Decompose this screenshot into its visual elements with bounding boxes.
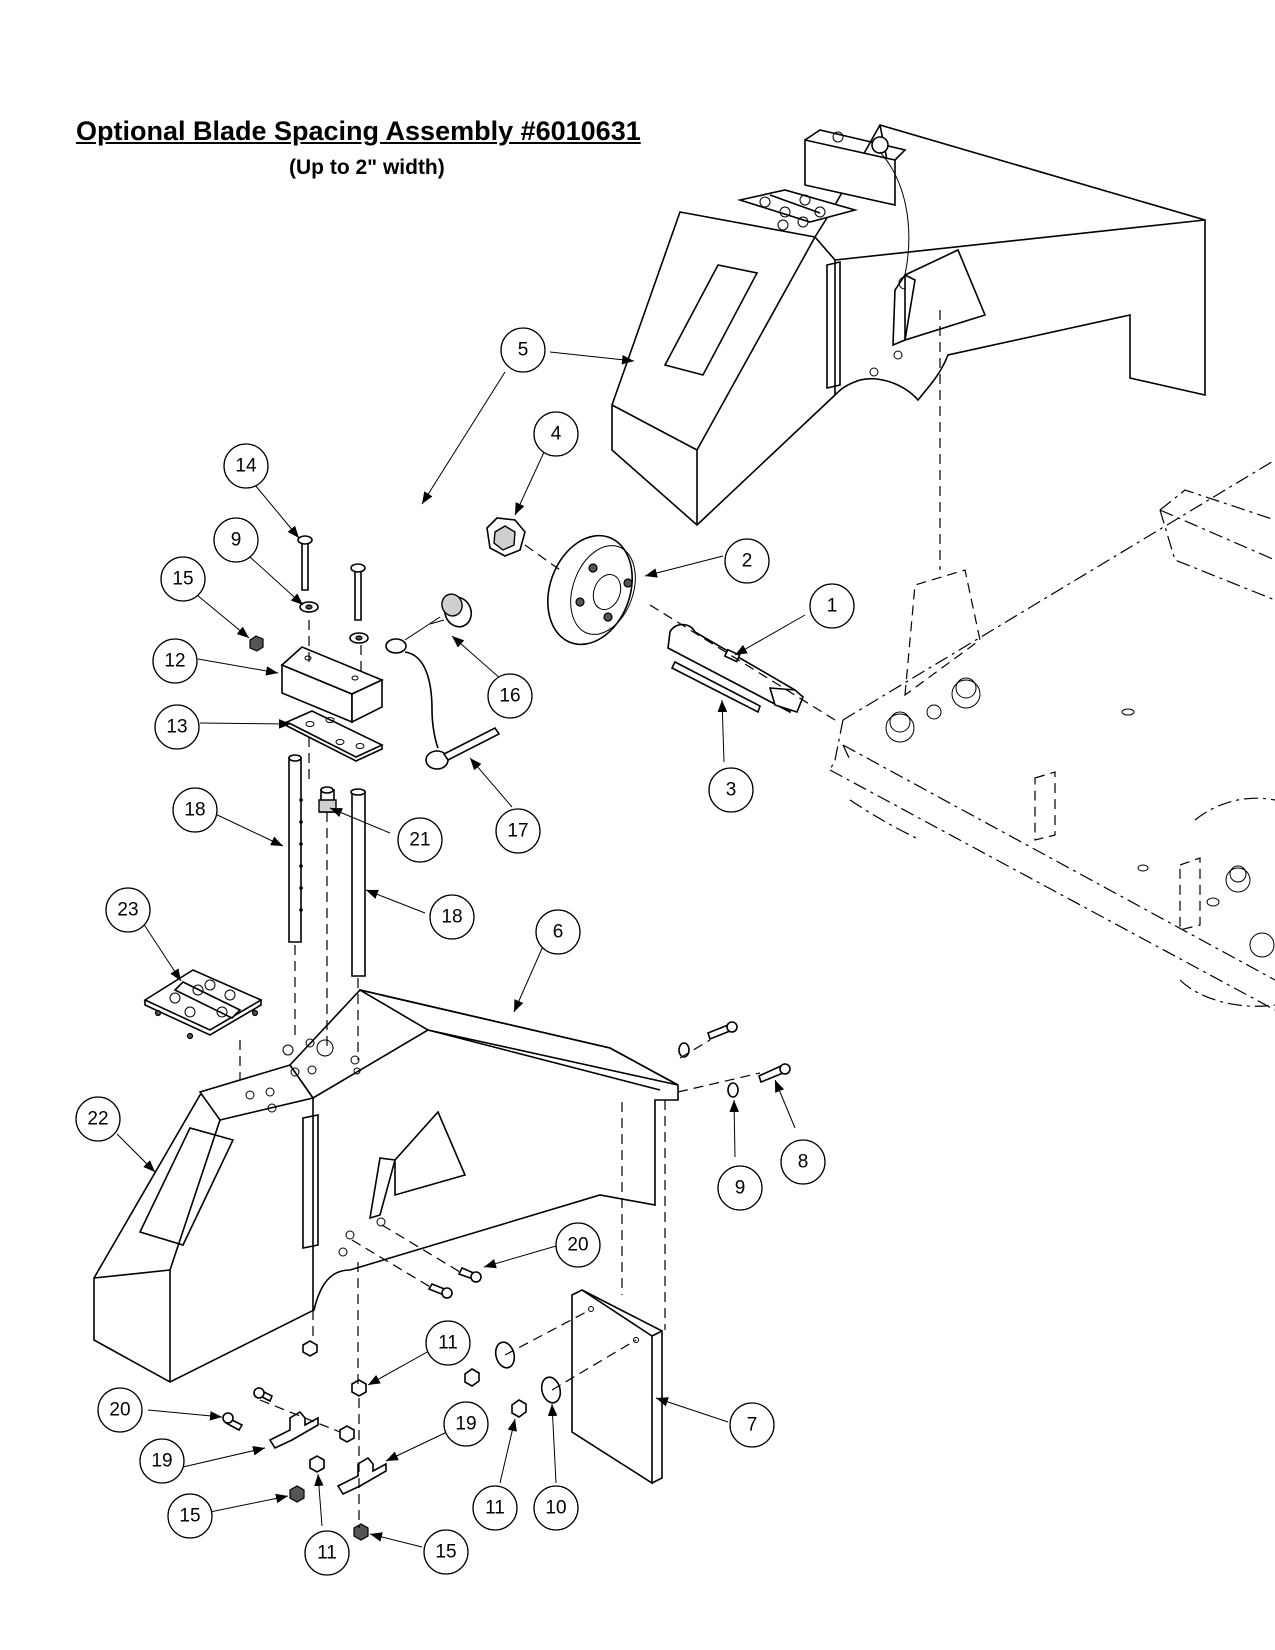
clamps-part-19 [268, 1410, 387, 1496]
blade-flange-part-2 [547, 534, 636, 646]
svg-text:18: 18 [184, 800, 205, 821]
bolts-part-14 [297, 535, 366, 621]
callout-3: 3 [708, 767, 754, 813]
svg-text:10: 10 [545, 1498, 566, 1519]
svg-text:9: 9 [735, 1178, 746, 1199]
svg-text:3: 3 [726, 780, 737, 801]
callout-13: 13 [154, 704, 200, 750]
washers-part-10 [494, 1341, 562, 1404]
rod-part-18-left [288, 754, 303, 943]
blade-guard-part-5 [611, 124, 1206, 527]
callout-20-left: 20 [97, 1387, 143, 1433]
svg-text:20: 20 [567, 1235, 588, 1256]
lower-guard-part-6 [93, 988, 679, 1383]
svg-text:11: 11 [438, 1333, 458, 1354]
svg-text:18: 18 [441, 907, 462, 928]
callout-22: 22 [75, 1096, 121, 1142]
svg-text:2: 2 [742, 551, 753, 572]
callout-20-right: 20 [555, 1222, 601, 1268]
svg-text:19: 19 [455, 1414, 476, 1435]
nuts-part-15 [289, 1485, 369, 1541]
callout-17: 17 [495, 808, 541, 854]
shaft-key-part-3 [670, 660, 761, 714]
callout-8: 8 [780, 1139, 826, 1185]
callout-9-top: 9 [213, 517, 259, 563]
callout-11-a: 11 [425, 1320, 471, 1366]
svg-text:6: 6 [553, 922, 564, 943]
callout-14: 14 [223, 443, 269, 489]
spacer-block-part-12 [280, 646, 384, 724]
leader-lines [116, 351, 806, 1548]
callout-4: 4 [533, 411, 579, 457]
svg-text:15: 15 [172, 569, 193, 590]
callout-12: 12 [152, 638, 198, 684]
hinge-part-23 [143, 969, 263, 1040]
svg-text:11: 11 [317, 1543, 337, 1564]
rod-part-18-right [350, 788, 366, 977]
callout-2: 2 [724, 538, 770, 584]
saw-frame [829, 459, 1275, 1011]
svg-text:23: 23 [117, 900, 138, 921]
diagram-subtitle: (Up to 2" width) [289, 156, 445, 179]
callout-9-right: 9 [717, 1165, 763, 1211]
callout-23: 23 [105, 887, 151, 933]
washers-part-9-right [678, 1042, 739, 1098]
svg-text:16: 16 [499, 686, 520, 707]
svg-text:11: 11 [485, 1498, 505, 1519]
callout-15-left: 15 [167, 1493, 213, 1539]
callout-19-left: 19 [139, 1438, 185, 1484]
callout-16: 16 [487, 673, 533, 719]
mounting-plate-part-13 [285, 710, 384, 762]
svg-text:1: 1 [827, 596, 838, 617]
svg-text:19: 19 [151, 1451, 172, 1472]
washers-part-9 [299, 601, 369, 644]
callout-15-bottom: 15 [423, 1529, 469, 1575]
callout-19-top: 19 [443, 1401, 489, 1447]
svg-text:9: 9 [231, 530, 242, 551]
nut-part-15-top [249, 635, 264, 652]
diagram-title: Optional Blade Spacing Assembly #6010631 [76, 116, 641, 146]
svg-text:7: 7 [747, 1415, 758, 1436]
callout-18-left: 18 [172, 787, 218, 833]
svg-text:15: 15 [179, 1506, 200, 1527]
bolts-part-8 [707, 1021, 791, 1084]
svg-text:5: 5 [518, 340, 529, 361]
callout-11-b: 11 [472, 1485, 518, 1531]
callout-11-c: 11 [304, 1530, 350, 1576]
svg-text:13: 13 [166, 717, 187, 738]
fitting-part-21 [318, 786, 337, 813]
callout-6: 6 [535, 909, 581, 955]
callout-1: 1 [809, 583, 855, 629]
callout-15-top: 15 [160, 556, 206, 602]
svg-text:17: 17 [507, 821, 528, 842]
plate-part-7 [571, 1289, 663, 1485]
svg-text:15: 15 [435, 1542, 456, 1563]
svg-text:8: 8 [798, 1152, 809, 1173]
svg-text:21: 21 [409, 830, 430, 851]
svg-text:12: 12 [164, 651, 185, 672]
callout-21: 21 [397, 817, 443, 863]
callout-7: 7 [729, 1402, 775, 1448]
nuts-part-11 [302, 1340, 527, 1473]
callout-5: 5 [500, 327, 546, 373]
assembly-lines [239, 310, 941, 1528]
screws-part-20 [222, 1266, 482, 1432]
svg-text:4: 4 [551, 424, 562, 445]
arbor-nut-part-4 [486, 517, 526, 557]
svg-text:22: 22 [87, 1109, 108, 1130]
callout-18-right: 18 [429, 894, 475, 940]
knob-part-16 [429, 593, 473, 628]
svg-text:14: 14 [235, 456, 257, 477]
lanyard-pin-part-17 [385, 616, 501, 770]
callout-10: 10 [533, 1485, 579, 1531]
svg-text:20: 20 [109, 1400, 130, 1421]
